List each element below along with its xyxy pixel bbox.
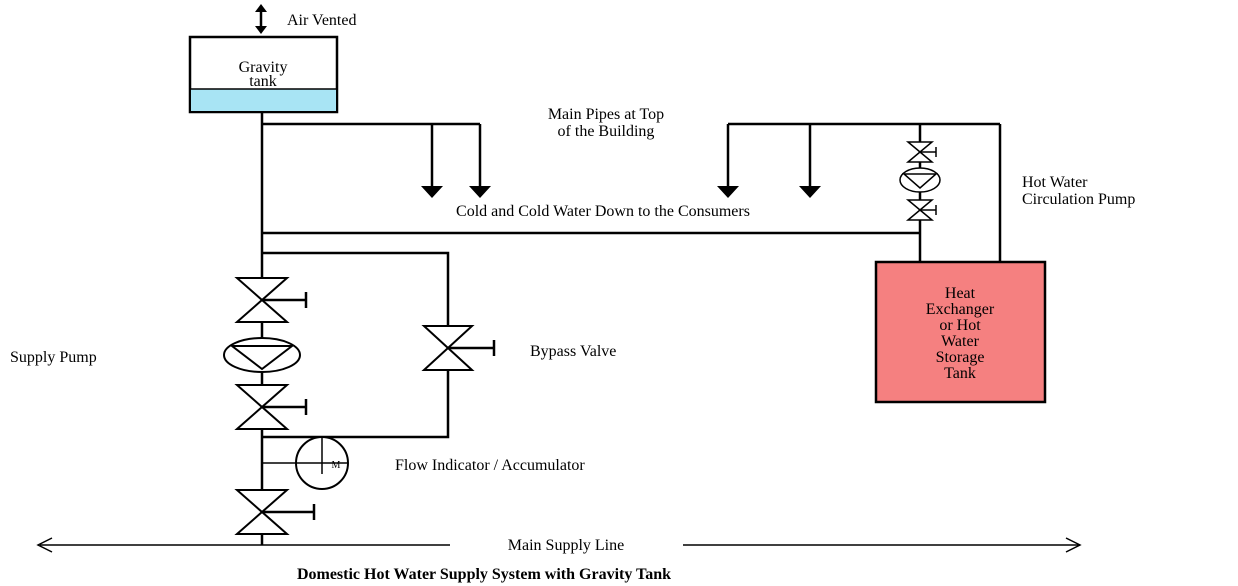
supply-upper-valve — [234, 277, 308, 323]
heat-exchanger-label-5: Storage — [936, 349, 985, 366]
supply-lower-valve — [234, 384, 308, 430]
heat-exchanger-label-6: Tank — [944, 365, 976, 382]
heat-exchanger-label-4: Water — [941, 333, 979, 350]
air-vent-arrow — [255, 4, 267, 34]
supply-pump-label: Supply Pump — [10, 349, 97, 366]
main-supply-label: Main Supply Line — [508, 537, 624, 554]
cold-down-label: Cold and Cold Water Down to the Consumer… — [456, 203, 750, 220]
cold-drop-arrows — [421, 124, 491, 198]
gravity-tank-label-1: Gravity — [239, 59, 288, 76]
main-supply-line — [36, 537, 1082, 553]
heat-exchanger-label-3: or Hot — [939, 317, 981, 334]
hot-drop-arrows — [717, 124, 821, 198]
bypass-valve — [421, 325, 496, 371]
bypass-valve-label: Bypass Valve — [530, 343, 616, 360]
hot-bottom-valve — [905, 199, 937, 221]
flow-indicator: M — [262, 436, 349, 490]
heat-exchanger-label-1: Heat — [945, 285, 976, 302]
gravity-tank — [188, 35, 339, 114]
flow-indicator-label: Flow Indicator / Accumulator — [395, 457, 585, 474]
hot-top-valve — [905, 141, 937, 163]
hot-circulation-pump — [899, 167, 941, 193]
heat-exchanger — [874, 260, 1047, 404]
heat-exchanger-label-2: Exchanger — [926, 301, 995, 318]
main-inlet-valve — [234, 489, 316, 535]
gravity-tank-label-2: tank — [249, 73, 277, 90]
flow-indicator-symbol: M — [332, 460, 341, 471]
hot-circ-label-1: Hot Water — [1022, 174, 1088, 191]
hot-circ-label-2: Circulation Pump — [1022, 191, 1135, 208]
diagram-title: Domestic Hot Water Supply System with Gr… — [297, 566, 671, 583]
main-pipes-label-2: of the Building — [558, 123, 655, 140]
supply-pump — [223, 337, 301, 373]
air-vented-label: Air Vented — [287, 12, 356, 29]
tank-water-level — [191, 89, 336, 111]
main-pipes-label-1: Main Pipes at Top — [548, 106, 664, 123]
